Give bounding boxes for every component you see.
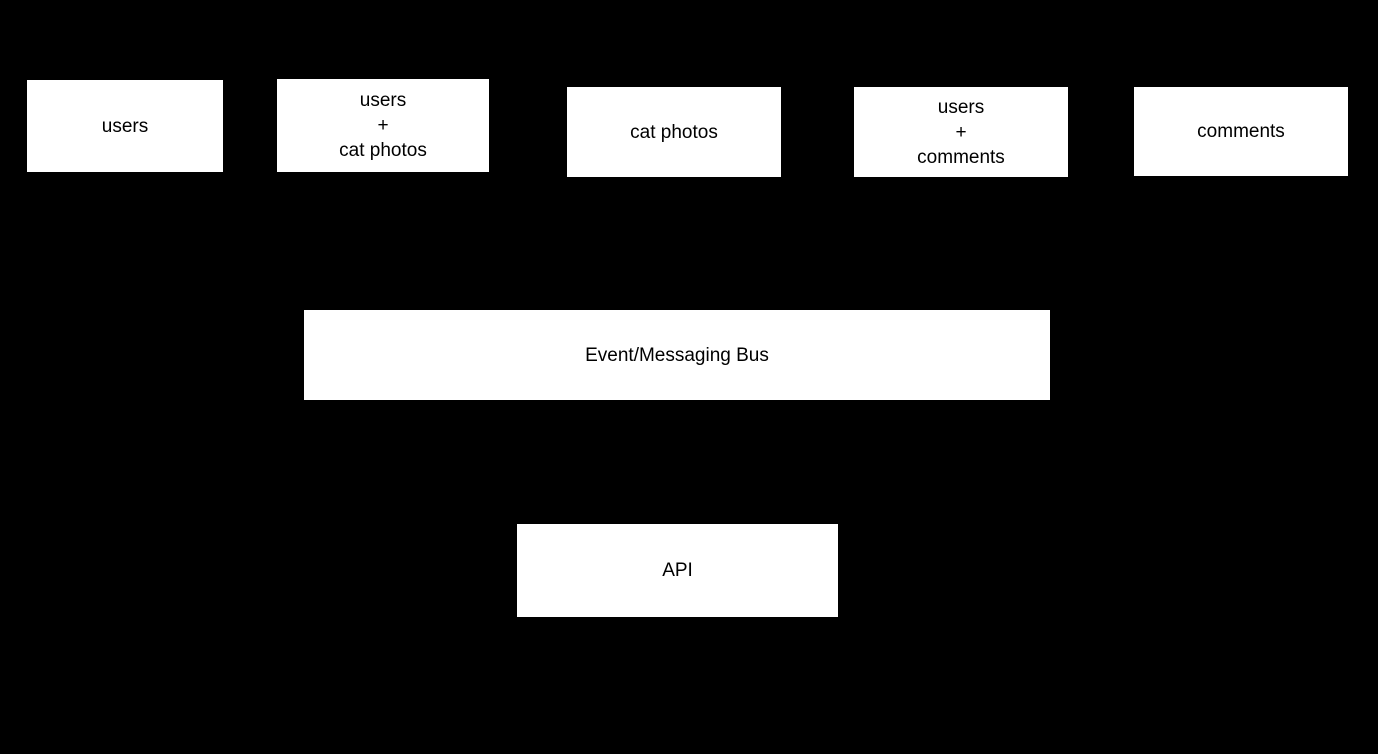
node-users-comments-store: users + comments <box>854 87 1068 177</box>
node-cat-photos-store: cat photos <box>567 87 781 177</box>
node-event-messaging-bus: Event/Messaging Bus <box>304 310 1050 400</box>
node-comments-store: comments <box>1134 87 1348 176</box>
node-users-cat-photos-store: users + cat photos <box>277 79 489 172</box>
node-api: API <box>517 524 838 617</box>
node-users-store: users <box>27 80 223 172</box>
